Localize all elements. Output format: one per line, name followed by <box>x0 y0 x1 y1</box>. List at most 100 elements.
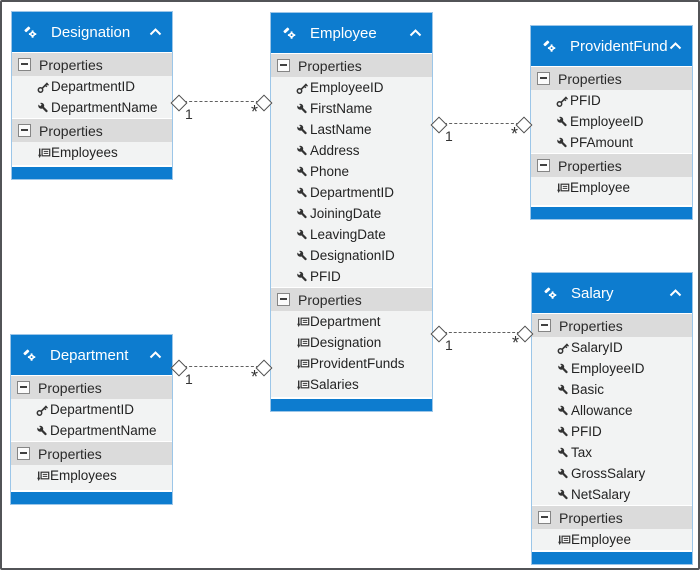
property-row[interactable]: NetSalary <box>532 484 692 505</box>
navigation-row[interactable]: Employee <box>532 529 692 550</box>
property-row[interactable]: DepartmentID <box>271 182 432 203</box>
navigation-row[interactable]: Employees <box>12 142 172 163</box>
property-name: DepartmentID <box>51 79 136 94</box>
navigation-section-header[interactable]: Properties <box>271 287 432 311</box>
multiplicity-label: * <box>511 333 519 353</box>
property-name: DesignationID <box>310 248 395 263</box>
collapse-chevron-icon[interactable] <box>669 42 682 50</box>
entity-header[interactable]: ProvidentFund <box>531 26 692 66</box>
property-name: DepartmentID <box>310 185 395 200</box>
property-row[interactable]: Phone <box>271 161 432 182</box>
properties-section-header[interactable]: Properties <box>12 52 172 76</box>
entity-designation[interactable]: Designation Properties DepartmentID Depa… <box>11 11 173 180</box>
multiplicity-label: 1 <box>445 128 453 144</box>
property-name: LastName <box>310 122 372 137</box>
navigation-list: Employee <box>531 177 692 205</box>
property-row[interactable]: LeavingDate <box>271 224 432 245</box>
collapse-minus-icon[interactable] <box>537 159 550 172</box>
property-row[interactable]: PFID <box>531 90 692 111</box>
property-row[interactable]: EmployeeID <box>532 358 692 379</box>
navigation-section-header[interactable]: Properties <box>11 441 172 465</box>
collapse-minus-icon[interactable] <box>18 58 31 71</box>
entity-header[interactable]: Designation <box>12 12 172 52</box>
properties-section-header[interactable]: Properties <box>11 375 172 399</box>
navigation-icon <box>295 315 310 329</box>
navigation-section-header[interactable]: Properties <box>12 118 172 142</box>
property-name: DepartmentName <box>51 100 158 115</box>
association-employee-providentfund[interactable]: 1 * <box>430 116 533 146</box>
collapse-chevron-icon[interactable] <box>669 289 682 297</box>
navigation-section-header[interactable]: Properties <box>532 505 692 529</box>
entity-department[interactable]: Department Properties DepartmentID Depar… <box>10 334 173 505</box>
collapse-minus-icon[interactable] <box>17 447 30 460</box>
collapse-minus-icon[interactable] <box>538 511 551 524</box>
properties-list: EmployeeID FirstName LastName Address Ph… <box>271 77 432 287</box>
multiplicity-label: * <box>250 102 258 122</box>
wrench-icon <box>295 270 310 284</box>
entity-employee[interactable]: Employee Properties EmployeeID FirstName… <box>270 12 433 412</box>
property-row[interactable]: PFAmount <box>531 132 692 153</box>
navigation-row[interactable]: Department <box>271 311 432 332</box>
wrench-icon <box>556 467 571 481</box>
wrench-icon <box>295 144 310 158</box>
property-row[interactable]: Tax <box>532 442 692 463</box>
entity-header[interactable]: Salary <box>532 273 692 313</box>
collapse-minus-icon[interactable] <box>277 293 290 306</box>
property-row[interactable]: GrossSalary <box>532 463 692 484</box>
property-row[interactable]: DepartmentName <box>12 97 172 118</box>
collapse-minus-icon[interactable] <box>277 59 290 72</box>
navigation-row[interactable]: Employee <box>531 177 692 198</box>
property-name: PFID <box>570 93 601 108</box>
collapse-chevron-icon[interactable] <box>149 28 162 36</box>
property-row[interactable]: SalaryID <box>532 337 692 358</box>
property-row[interactable]: Allowance <box>532 400 692 421</box>
navigation-row[interactable]: ProvidentFunds <box>271 353 432 374</box>
collapse-minus-icon[interactable] <box>537 72 550 85</box>
navigation-icon <box>36 146 51 160</box>
navigation-row[interactable]: Employees <box>11 465 172 486</box>
navigation-row[interactable]: Salaries <box>271 374 432 395</box>
property-name: Allowance <box>571 403 633 418</box>
entity-header[interactable]: Department <box>11 335 172 375</box>
collapse-minus-icon[interactable] <box>17 381 30 394</box>
properties-section-header[interactable]: Properties <box>271 53 432 77</box>
properties-list: DepartmentID DepartmentName <box>11 399 172 441</box>
property-name: ProvidentFunds <box>310 356 405 371</box>
entity-salary[interactable]: Salary Properties SalaryID EmployeeID Ba… <box>531 272 693 565</box>
property-row[interactable]: PFID <box>271 266 432 287</box>
property-row[interactable]: LastName <box>271 119 432 140</box>
property-row[interactable]: Basic <box>532 379 692 400</box>
collapse-chevron-icon[interactable] <box>149 351 162 359</box>
association-designation-employee[interactable]: 1 * <box>170 94 273 124</box>
section-label: Properties <box>559 317 623 334</box>
collapse-chevron-icon[interactable] <box>409 29 422 37</box>
properties-section-header[interactable]: Properties <box>532 313 692 337</box>
collapse-minus-icon[interactable] <box>538 319 551 332</box>
entity-footer <box>12 165 172 179</box>
properties-section-header[interactable]: Properties <box>531 66 692 90</box>
property-name: Designation <box>310 335 382 350</box>
association-line <box>184 101 259 102</box>
property-row[interactable]: DesignationID <box>271 245 432 266</box>
property-row[interactable]: EmployeeID <box>271 77 432 98</box>
property-row[interactable]: PFID <box>532 421 692 442</box>
association-department-employee[interactable]: 1 * <box>170 359 273 389</box>
property-row[interactable]: EmployeeID <box>531 111 692 132</box>
property-row[interactable]: DepartmentName <box>11 420 172 441</box>
wrench-icon <box>556 446 571 460</box>
property-name: PFAmount <box>570 135 634 150</box>
property-row[interactable]: JoiningDate <box>271 203 432 224</box>
property-name: SalaryID <box>571 340 623 355</box>
entity-providentfund[interactable]: ProvidentFund Properties PFID EmployeeID… <box>530 25 693 220</box>
entity-header[interactable]: Employee <box>271 13 432 53</box>
property-row[interactable]: DepartmentID <box>12 76 172 97</box>
navigation-list: Employees <box>11 465 172 490</box>
collapse-minus-icon[interactable] <box>18 124 31 137</box>
navigation-row[interactable]: Designation <box>271 332 432 353</box>
diamond-endpoint-icon <box>255 359 273 377</box>
property-row[interactable]: DepartmentID <box>11 399 172 420</box>
property-row[interactable]: FirstName <box>271 98 432 119</box>
property-row[interactable]: Address <box>271 140 432 161</box>
association-employee-salary[interactable]: 1 * <box>430 325 534 355</box>
navigation-section-header[interactable]: Properties <box>531 153 692 177</box>
